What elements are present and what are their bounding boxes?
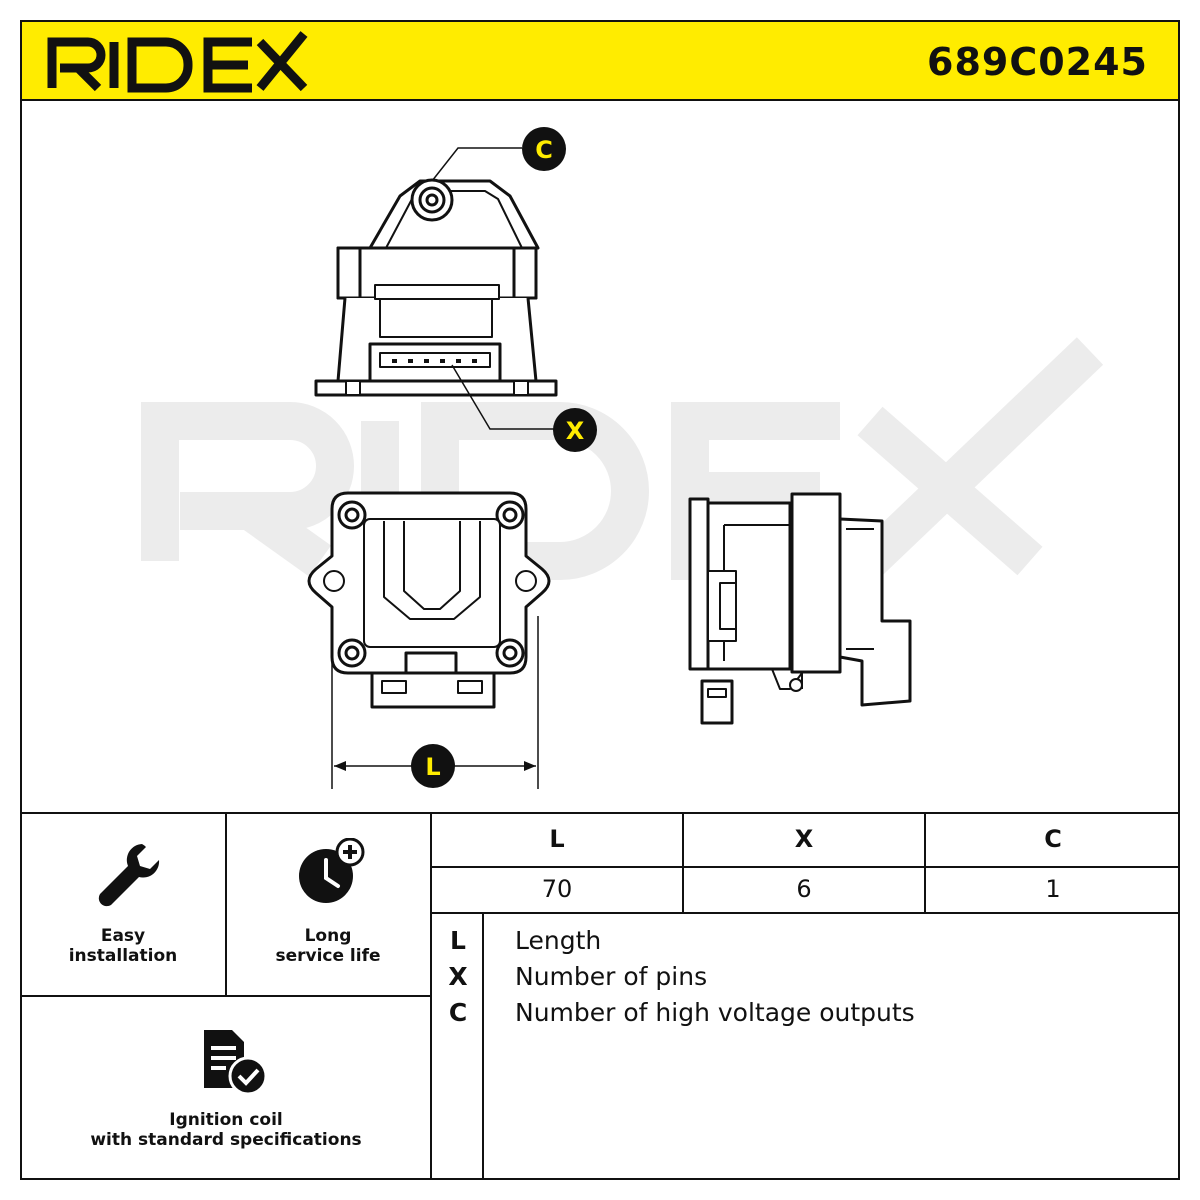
feature-label-line2: service life [275, 946, 381, 966]
bottom-divider [20, 812, 1180, 814]
table-header-line [430, 866, 1180, 868]
header-bar: 689C0245 [20, 20, 1180, 101]
feature-label-line1: Long [304, 926, 352, 946]
table-col-2 [924, 812, 926, 912]
legend-key-c: C [448, 998, 468, 1027]
table-col-1 [682, 812, 684, 912]
spec-value-c: 1 [1045, 875, 1061, 903]
spec-value-l: 70 [541, 875, 573, 903]
legend-key-l: L [450, 926, 466, 955]
legend-text-c: Number of high voltage outputs [515, 998, 915, 1027]
feat-divider-1 [225, 812, 227, 996]
feature-label-line2: with standard specifications [90, 1130, 362, 1150]
spec-value-x: 6 [796, 875, 812, 903]
dimension-l: L [331, 616, 539, 789]
feat-divider-2 [430, 812, 432, 1180]
ridex-logo [42, 28, 312, 98]
svg-text:X: X [566, 417, 585, 445]
technical-drawing: C X [20, 101, 1180, 813]
legend-key-x: X [448, 962, 468, 991]
spec-header-c: C [1044, 825, 1062, 853]
table-bottom-line [430, 912, 1180, 914]
coil-side-view [688, 492, 912, 725]
coil-top-view [314, 178, 558, 397]
legend-divider [482, 912, 484, 1180]
clock-plus-icon [299, 838, 365, 903]
feat-divider-3 [20, 995, 431, 997]
coil-bottom-view [307, 491, 551, 709]
legend-text-x: Number of pins [515, 962, 708, 991]
svg-text:L: L [425, 753, 440, 781]
document-check-icon [204, 1030, 268, 1096]
svg-text:C: C [535, 136, 553, 164]
part-number: 689C0245 [927, 40, 1148, 84]
callout-x: X [451, 364, 597, 452]
spec-header-x: X [794, 825, 814, 853]
spec-header-l: L [549, 825, 565, 853]
feature-label-line1: Easy [100, 926, 146, 946]
callout-c: C [431, 127, 566, 182]
wrench-icon [98, 844, 160, 907]
feature-label-line2: installation [68, 946, 178, 966]
ridex-watermark [141, 337, 1104, 580]
legend-text-l: Length [515, 926, 602, 955]
feature-label-line1: Ignition coil [169, 1110, 283, 1130]
